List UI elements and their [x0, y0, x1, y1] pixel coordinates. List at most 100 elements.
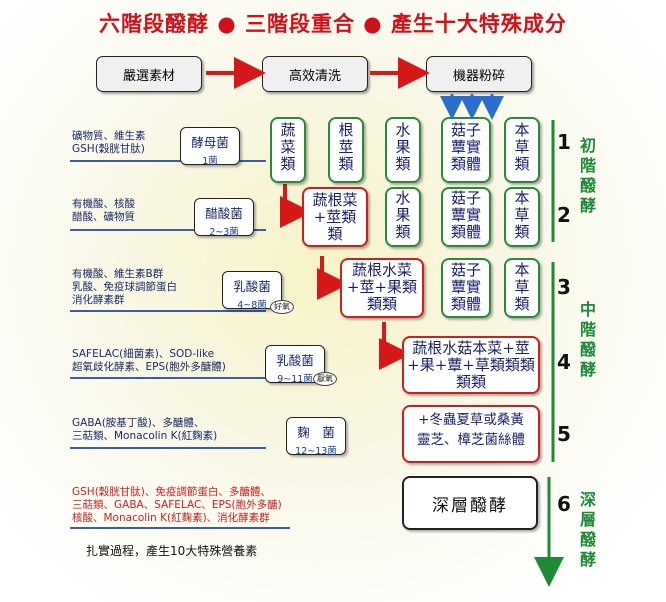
stage-label-deep: 深層醱酵	[579, 490, 596, 569]
fact-line: GABA(胺基丁酸)、多醣體、	[72, 417, 205, 429]
anaerobic-tag: 厭氧	[313, 372, 337, 386]
step-label: 嚴選素材	[122, 68, 175, 84]
fact-row-4: SAFELAC(細菌素)、SOD-like 超氧歧化酵素、EPS(胞外多醣體)	[72, 348, 226, 374]
step-label: 機器粉碎	[452, 68, 505, 84]
stage-label-early: 初階醱酵	[579, 136, 596, 215]
grinding-arrows	[440, 94, 504, 120]
label-fungi-addition: +冬蟲夏草或桑黃 靈芝、樟芝菌絲體	[402, 410, 540, 450]
fact-row-5: GABA(胺基丁酸)、多醣體、 三萜類、Monacolin K(紅麴素)	[72, 417, 217, 443]
fact-row-1: 礦物質、維生素 GSH(穀胱甘肽)	[72, 130, 146, 156]
diagram-title: 六階段醱酵 ● 三階段重合 ● 產生十大特殊成分	[99, 12, 567, 36]
char: 蔬菜類	[280, 121, 296, 173]
char: 菇子蕈實類體	[450, 189, 481, 241]
bacteria-count: 4~8菌	[237, 300, 267, 311]
stage-number-5: 5	[557, 422, 571, 446]
char: 根莖類	[338, 121, 354, 173]
step-grinding: 機器粉碎	[426, 56, 532, 92]
fact-underline	[70, 229, 266, 231]
fact-underline	[70, 310, 266, 312]
fact-line: GSH(穀胱甘肽)、免疫調節蛋白、多醣體、	[72, 486, 271, 498]
bacteria-name: 酵母菌	[191, 135, 229, 150]
bacteria-acetic: 醋酸菌 2~3菌	[194, 198, 254, 238]
label-fruits: 水果類	[385, 122, 421, 173]
fungi-line: 靈芝、樟芝菌絲體	[417, 432, 525, 448]
box-veg-root-merged	[302, 187, 368, 247]
bacteria-yeast: 酵母菌 1菌	[180, 127, 240, 167]
label-all-merged: 蔬根水菇本菜+莖+果+蕈+草類類類類類	[402, 340, 540, 391]
label-mushrooms: 菇子蕈實類體	[441, 122, 491, 173]
fact-line: 核酸、Monacolin K(紅麴素)、消化酵素群	[72, 512, 270, 524]
char: 蔬根水菇本菜+莖+果+蕈+草類類類類類	[407, 339, 535, 391]
label-mushrooms: 菇子蕈實類體	[441, 190, 491, 241]
stage-number-1: 1	[557, 130, 571, 154]
bacteria-koji: 麴 菌 12~13菌	[286, 417, 346, 457]
box-vegetables	[270, 117, 306, 183]
merge-arrow	[280, 184, 312, 228]
label-vegetables: 蔬菜類	[270, 122, 306, 173]
fact-line: SAFELAC(細菌素)、SOD-like	[72, 348, 215, 360]
fact-line: GSH(穀胱甘肽)	[72, 143, 145, 155]
fact-line: 乳酸、免疫球調節蛋白	[72, 281, 177, 293]
fact-line: 三萜類、GABA、SAFELAC、EPS(胞外多醣)	[72, 499, 282, 511]
fact-row-6: GSH(穀胱甘肽)、免疫調節蛋白、多醣體、 三萜類、GABA、SAFELAC、E…	[72, 486, 282, 525]
bacteria-lactic-aerobic: 乳酸菌 4~8菌	[222, 271, 282, 311]
stage-number-2: 2	[557, 203, 571, 227]
label-herbs: 本草類	[504, 262, 540, 313]
label-fruits: 水果類	[385, 190, 421, 241]
fact-line: 有機酸、核酸	[72, 198, 135, 210]
label-veg-root-merged: 蔬根菜+莖類類	[302, 192, 368, 243]
fact-row-2: 有機酸、核酸 醋酸、礦物質	[72, 198, 135, 224]
bacteria-count: 1菌	[202, 156, 218, 167]
bacteria-name: 醋酸菌	[205, 206, 243, 221]
box-herbs	[504, 117, 540, 183]
char: 菇子蕈實類體	[450, 121, 481, 173]
box-deep-fermentation: 深層醱酵	[402, 476, 538, 530]
fact-line: 三萜類、Monacolin K(紅麴素)	[72, 430, 218, 442]
merge-arrows	[280, 184, 411, 370]
bacteria-count: 12~13菌	[295, 446, 337, 457]
label-mushrooms: 菇子蕈實類體	[441, 262, 491, 313]
box-mushrooms	[441, 117, 491, 183]
fact-line: 消化酵素群	[72, 294, 125, 306]
fungi-line: +冬蟲夏草或桑黃	[418, 412, 524, 428]
box-mushrooms	[441, 187, 491, 247]
step-select-materials: 嚴選素材	[96, 56, 202, 92]
stage-number-4: 4	[557, 350, 571, 374]
char: 菇子蕈實類體	[450, 261, 481, 313]
stage-label-middle: 中階醱酵	[579, 300, 596, 379]
stage-number-6: 6	[557, 492, 571, 516]
aerobic-tag: 好氧	[270, 300, 294, 314]
box-fruits	[385, 117, 421, 183]
box-mushrooms	[441, 258, 491, 318]
stage-lines	[534, 120, 564, 587]
bacteria-name: 乳酸菌	[276, 353, 314, 368]
char: 水果類	[395, 121, 411, 173]
bacteria-count: 2~3菌	[209, 227, 239, 238]
stage-number-3: 3	[557, 275, 571, 299]
fact-row-3: 有機酸、維生素B群 乳酸、免疫球調節蛋白 消化酵素群	[72, 268, 177, 307]
label-herbs: 本草類	[504, 122, 540, 173]
step-label: 高效清洗	[288, 68, 341, 84]
char: 水果類	[395, 189, 411, 241]
merge-arrow	[317, 256, 349, 300]
fact-underline	[70, 447, 266, 449]
bacteria-name: 乳酸菌	[233, 279, 271, 294]
char: 蔬根菜+莖類類	[312, 191, 358, 243]
label-roots: 根莖類	[328, 122, 364, 173]
fact-line: 醋酸、礦物質	[72, 211, 135, 223]
fact-line: 超氧歧化酵素、EPS(胞外多醣體)	[72, 361, 226, 373]
bacteria-count: 9~11菌	[277, 374, 313, 385]
label-veg-root-fruit-merged: 蔬根水菜+莖+果類類類	[340, 262, 424, 313]
char: 本草類	[514, 121, 530, 173]
deep-fermentation-label: 深層醱酵	[432, 495, 508, 516]
char: 本草類	[514, 189, 530, 241]
merge-arrow	[379, 322, 411, 370]
box-veg-root-fruit-merged	[340, 258, 424, 318]
footer-text: 扎實過程，產生10大特殊營養素	[86, 544, 258, 558]
box-fungi-addition	[402, 405, 540, 463]
label-herbs: 本草類	[504, 190, 540, 241]
box-fruits	[385, 187, 421, 247]
char: 本草類	[514, 261, 530, 313]
fact-underline	[70, 377, 266, 379]
